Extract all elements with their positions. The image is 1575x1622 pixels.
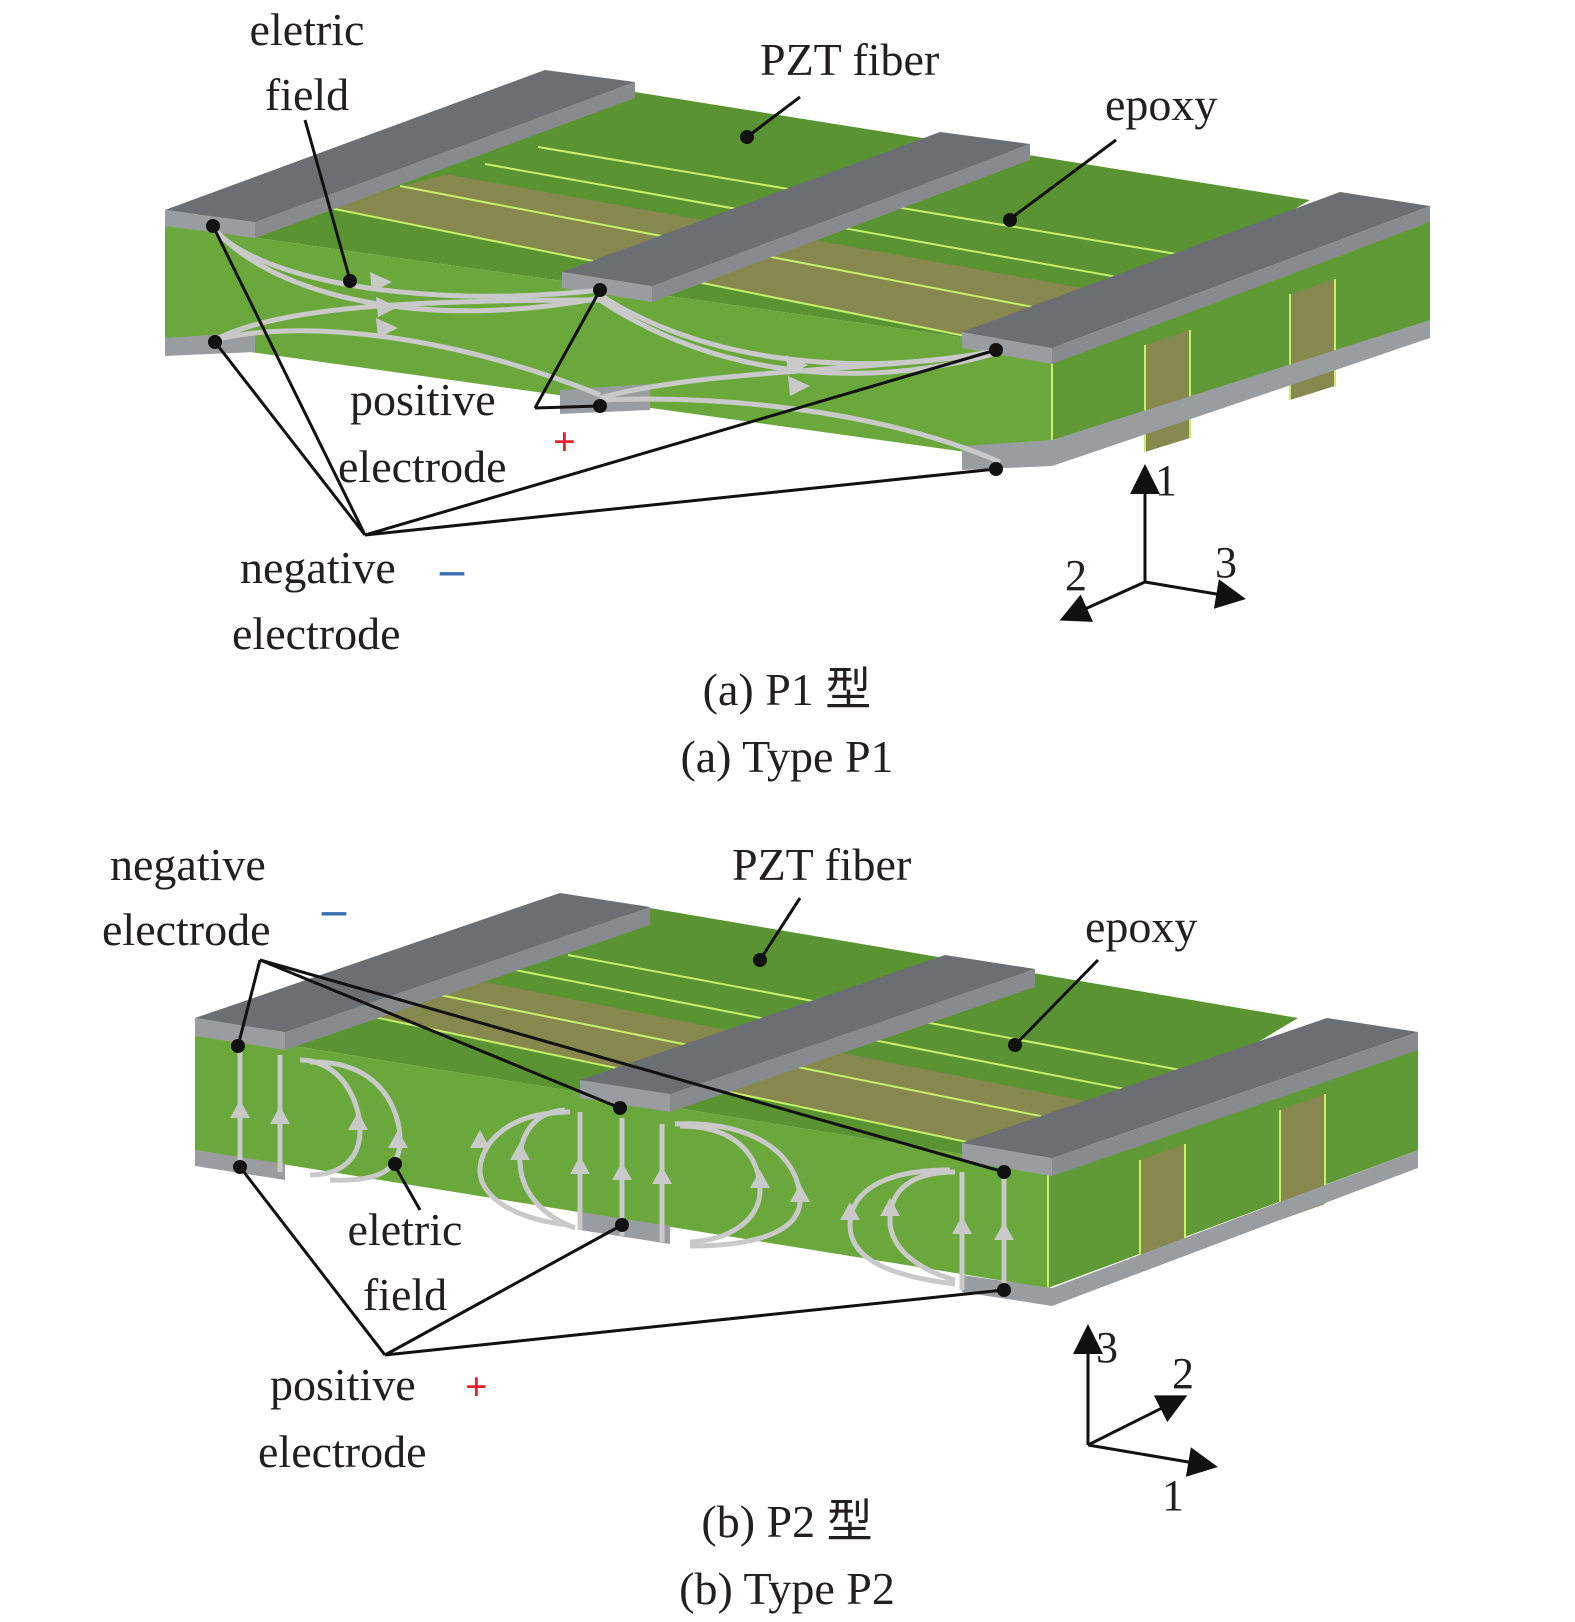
panel-b-field-label-2: field bbox=[363, 1269, 447, 1320]
panel-b-leaders bbox=[231, 897, 1100, 1357]
panel-b-caption-zh: (b) P2 型 bbox=[701, 1496, 872, 1547]
panel-b-axis-1: 1 bbox=[1162, 1471, 1184, 1520]
panel-a-front-face bbox=[165, 225, 1052, 464]
panel-b-axis-2: 2 bbox=[1172, 1349, 1194, 1398]
panel-a-plus-sign: + bbox=[553, 419, 576, 464]
panel-a-caption-zh: (a) P1 型 bbox=[703, 664, 872, 715]
panel-a: eletric field PZT fiber epoxy positive e… bbox=[165, 4, 1430, 782]
panel-a-fiber-label: PZT fiber bbox=[760, 34, 939, 85]
panel-a-negative-label-1: negative bbox=[240, 542, 396, 593]
panel-b-top-electrodes bbox=[195, 893, 1418, 1176]
panel-a-leaders bbox=[206, 95, 1117, 537]
panel-a-axis-3: 3 bbox=[1215, 538, 1237, 587]
panel-b-negative-label-1: negative bbox=[110, 839, 266, 890]
panel-a-field-label-1: eletric bbox=[250, 4, 365, 55]
panel-b-positive-label-2: electrode bbox=[258, 1426, 427, 1477]
panel-a-negative-label-2: electrode bbox=[232, 608, 401, 659]
panel-a-axes: 1 3 2 bbox=[1059, 456, 1246, 622]
panel-b-field-lines bbox=[230, 1048, 1014, 1296]
panel-a-axis-1: 1 bbox=[1155, 456, 1177, 505]
panel-a-field-label-2: field bbox=[265, 69, 349, 120]
panel-b-caption-en: (b) Type P2 bbox=[679, 1563, 895, 1614]
panel-b-axes: 3 2 1 bbox=[1073, 1323, 1218, 1520]
panel-b-epoxy-label: epoxy bbox=[1085, 901, 1197, 952]
panel-b-field-label-1: eletric bbox=[348, 1204, 463, 1255]
panel-a-positive-label-2: electrode bbox=[338, 441, 507, 492]
panel-b-minus-sign: – bbox=[321, 883, 347, 936]
panel-b-fiber-label: PZT fiber bbox=[732, 839, 911, 890]
panel-a-axis-2: 2 bbox=[1065, 551, 1087, 600]
panel-b-positive-label-1: positive bbox=[270, 1359, 416, 1410]
panel-b-negative-label-2: electrode bbox=[102, 904, 271, 955]
panel-a-caption-en: (a) Type P1 bbox=[680, 731, 893, 782]
panel-a-minus-sign: – bbox=[439, 543, 465, 596]
panel-a-positive-label-1: positive bbox=[350, 374, 496, 425]
panel-b: negative electrode – PZT fiber epoxy ele… bbox=[102, 839, 1418, 1614]
panel-b-axis-3: 3 bbox=[1096, 1323, 1118, 1372]
panel-a-epoxy-label: epoxy bbox=[1105, 79, 1217, 130]
panel-b-plus-sign: + bbox=[465, 1364, 488, 1409]
